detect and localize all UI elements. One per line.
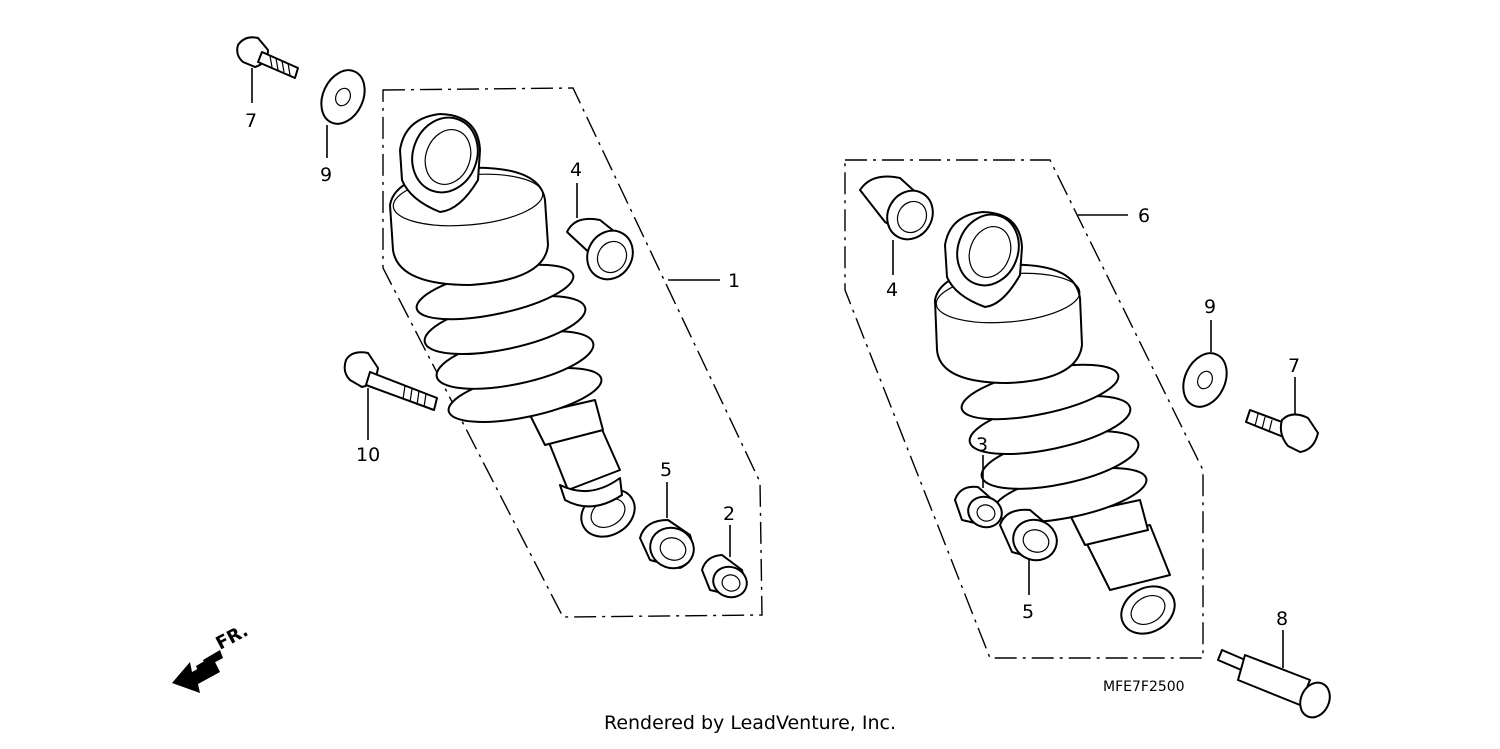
- callout-8: 8: [1276, 608, 1288, 630]
- bolt-10[interactable]: [343, 351, 438, 411]
- callout-1: 1: [728, 270, 740, 292]
- callout-6: 6: [1138, 205, 1150, 227]
- front-direction-arrow-icon: [172, 650, 223, 693]
- callout-4-left: 4: [570, 159, 582, 181]
- diagram-code: MFE7F2500: [1103, 679, 1185, 695]
- shock-absorber-right[interactable]: [934, 206, 1183, 643]
- bushing-4-left[interactable]: [566, 217, 642, 288]
- callout-7-left: 7: [245, 110, 257, 132]
- bushing-4-right[interactable]: [859, 175, 942, 248]
- callout-4-right: 4: [886, 279, 898, 301]
- assembly-outline-right: [844, 159, 1204, 659]
- callout-9-right: 9: [1204, 296, 1216, 318]
- bolt-7-right[interactable]: [1245, 409, 1319, 453]
- footer-credit: Rendered by LeadVenture, Inc.: [603, 712, 897, 734]
- callout-5-left: 5: [660, 459, 672, 481]
- callout-5-right: 5: [1022, 601, 1034, 623]
- callout-10: 10: [356, 444, 380, 466]
- callout-2: 2: [723, 503, 735, 525]
- callout-3: 3: [976, 434, 988, 456]
- front-direction-label: FR.: [212, 620, 251, 654]
- bolt-7-left[interactable]: [236, 36, 299, 79]
- washer-9-right[interactable]: [1175, 346, 1235, 414]
- assembly-outline-left: [382, 87, 763, 618]
- bushing-5-left[interactable]: [639, 519, 700, 574]
- pin-8[interactable]: [1217, 649, 1335, 722]
- callout-9-left: 9: [320, 164, 332, 186]
- callout-7-right: 7: [1288, 355, 1300, 377]
- collar-3[interactable]: [954, 485, 1006, 532]
- shock-absorber-left[interactable]: [389, 108, 643, 546]
- washer-9-left[interactable]: [313, 63, 373, 131]
- bushing-5-right[interactable]: [999, 508, 1063, 567]
- collar-2[interactable]: [701, 554, 751, 602]
